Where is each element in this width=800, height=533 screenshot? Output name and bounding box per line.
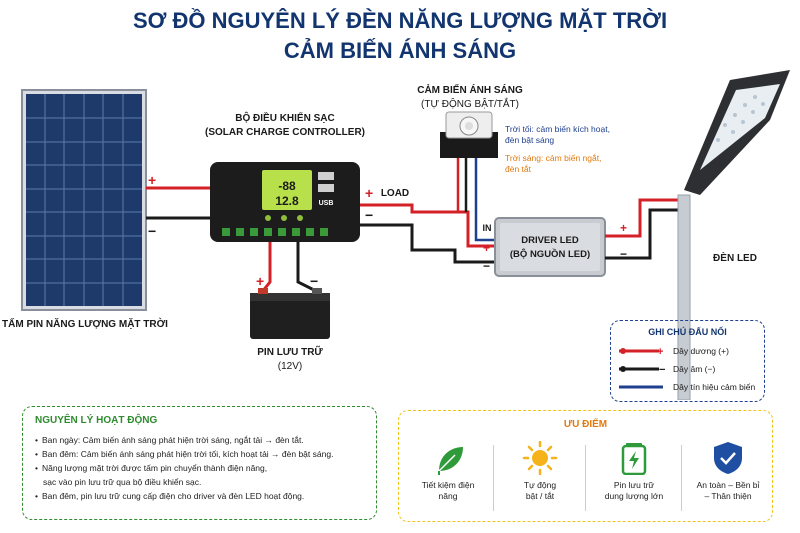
driver-in-minus-mark: − xyxy=(483,259,490,273)
svg-text:−: − xyxy=(659,364,665,376)
lamp-positive-wire xyxy=(605,198,690,238)
load-negative-wire xyxy=(360,223,495,264)
battery-negative-wire xyxy=(296,242,319,294)
advantage-label-line2: bật / tắt xyxy=(525,491,555,501)
load-plus-mark: + xyxy=(365,185,373,201)
battery-icon xyxy=(621,443,647,476)
sensor-light-note-line2: đèn tắt xyxy=(505,164,531,174)
sensor-dark-note: Trời tối: cảm biến kích hoạt, đèn bật sá… xyxy=(505,124,645,146)
wiring-legend: GHI CHÚ ĐẤU NỐI + − Dây dương (+) Dây âm… xyxy=(610,320,765,402)
battery-plus-mark: + xyxy=(256,273,264,289)
advantage-divider xyxy=(681,445,682,511)
lamp-label: ĐÈN LED xyxy=(713,253,757,264)
page-title: SƠ ĐỒ NGUYÊN LÝ ĐÈN NĂNG LƯỢNG MẶT TRỜI xyxy=(132,8,668,33)
battery-label: PIN LƯU TRỮ xyxy=(257,347,323,358)
legend-negative: Dây âm (−) xyxy=(673,364,716,374)
legend-title: GHI CHÚ ĐẤU NỐI xyxy=(648,327,727,337)
battery xyxy=(250,288,330,339)
sensor-signal-wire xyxy=(474,158,495,242)
controller-label: BỘ ĐIỀU KHIỂN SẠC xyxy=(235,113,335,124)
principle-item: Ban đêm, pin lưu trữ cung cấp điện cho d… xyxy=(35,489,370,503)
advantage-label-line1: Tiết kiệm điện xyxy=(421,480,475,490)
svg-text:12.8: 12.8 xyxy=(275,194,299,208)
usb-label: USB xyxy=(318,200,334,207)
principle-item: Ban ngày: Cảm biến ánh sáng phát hiện tr… xyxy=(35,433,370,447)
led-street-lamp xyxy=(677,70,790,400)
advantage-divider xyxy=(493,445,494,511)
in-label: IN xyxy=(482,223,492,233)
advantage-divider xyxy=(585,445,586,511)
solar-panel xyxy=(21,89,147,311)
driver-out-minus-mark: − xyxy=(620,247,627,261)
legend-signal: Dây tín hiệu cảm biến xyxy=(673,382,756,392)
sensor-dark-note-line1: Trời tối: cảm biến kích hoạt, xyxy=(505,124,610,134)
panel-minus-mark: − xyxy=(148,223,156,239)
operating-principle: NGUYÊN LÝ HOẠT ĐỘNG Ban ngày: Cảm biến á… xyxy=(22,406,377,520)
principle-list: Ban ngày: Cảm biến ánh sáng phát hiện tr… xyxy=(35,433,370,503)
load-minus-mark: − xyxy=(365,207,373,223)
shield-check-icon xyxy=(714,442,742,474)
sensor-dark-note-line2: đèn bật sáng xyxy=(505,135,555,145)
principle-item: Ban đêm: Cảm biến ánh sáng phát hiện trờ… xyxy=(35,447,370,461)
svg-text:+: + xyxy=(657,346,663,358)
advantage-energy-saving: Tiết kiệm điện năng xyxy=(405,441,491,502)
sensor-sublabel: (TỰ ĐỘNG BẬT/TẮT) xyxy=(421,99,519,110)
battery-voltage: (12V) xyxy=(277,361,303,372)
advantage-label-line2: – Thân thiện xyxy=(704,491,752,501)
advantage-safety: An toàn – Bền bỉ – Thân thiện xyxy=(685,441,771,502)
advantage-label-line1: An toàn – Bền bỉ xyxy=(696,480,760,490)
sensor-light-note-line1: Trời sáng: cảm biến ngắt, xyxy=(505,153,602,163)
sensor-label: CẢM BIẾN ÁNH SÁNG xyxy=(417,85,523,96)
advantages: ƯU ĐIỂM Tiết kiệm điện năng Tự động bật … xyxy=(398,410,773,522)
legend-lines: + − xyxy=(619,346,665,389)
advantages-title: ƯU ĐIỂM xyxy=(563,419,608,430)
light-sensor xyxy=(440,111,498,158)
page-subtitle: CẢM BIẾN ÁNH SÁNG xyxy=(283,38,517,63)
charge-controller: -88 12.8 xyxy=(210,162,360,242)
solar-panel-label: TẤM PIN NĂNG LƯỢNG MẶT TRỜI xyxy=(2,319,168,330)
controller-sublabel: (SOLAR CHARGE CONTROLLER) xyxy=(205,127,365,138)
principle-item: Năng lượng mặt trời được tấm pin chuyển … xyxy=(35,461,370,475)
principle-item-continuation: sạc vào pin lưu trữ qua bộ điều khiển sạ… xyxy=(43,477,202,487)
sun-icon xyxy=(522,440,558,476)
battery-minus-mark: − xyxy=(310,273,318,289)
load-label: LOAD xyxy=(380,188,410,199)
principle-title: NGUYÊN LÝ HOẠT ĐỘNG xyxy=(35,415,158,426)
advantage-label-line2: năng xyxy=(438,491,458,501)
wiring-diagram: -88 12.8 xyxy=(21,70,790,400)
advantage-label-line1: Tự động xyxy=(523,480,557,490)
load-positive-wire xyxy=(360,203,495,248)
driver-sublabel: (BỘ NGUỒN LED) xyxy=(509,249,591,260)
legend-positive: Dây dương (+) xyxy=(673,346,729,356)
svg-text:-88: -88 xyxy=(278,179,296,193)
led-driver xyxy=(494,217,606,277)
leaf-icon xyxy=(438,447,463,475)
driver-out-plus-mark: + xyxy=(620,221,627,235)
driver-label: DRIVER LED xyxy=(521,235,579,246)
driver-in-plus-mark: + xyxy=(483,241,490,255)
advantage-auto-switch: Tự động bật / tắt xyxy=(497,440,583,502)
lamp-negative-wire xyxy=(605,208,690,260)
advantage-battery: Pin lưu trữ dung lượng lớn xyxy=(589,441,679,502)
advantage-label-line1: Pin lưu trữ xyxy=(613,480,655,490)
sensor-light-note: Trời sáng: cảm biến ngắt, đèn tắt xyxy=(505,153,645,175)
panel-plus-mark: + xyxy=(148,172,156,188)
advantage-label-line2: dung lượng lớn xyxy=(604,491,664,501)
